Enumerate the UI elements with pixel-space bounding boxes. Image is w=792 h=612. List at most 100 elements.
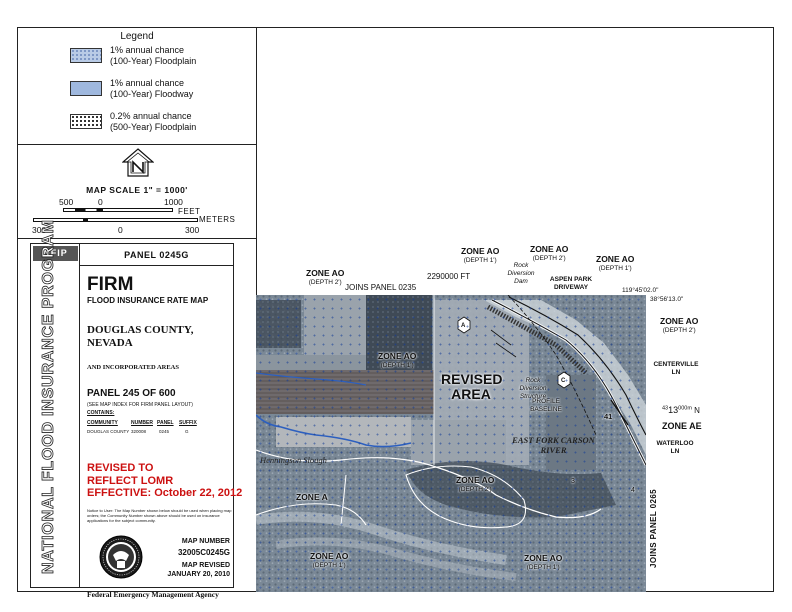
notice-to-user: Notice to User: The Map Number shown bel… <box>87 508 232 523</box>
map-number-label: MAP NUMBER <box>181 538 230 545</box>
flood-map: A C ZONE AO (DEPTH 1') REVISED AREA Rock… <box>256 295 646 592</box>
firm-title: FIRM <box>87 274 134 295</box>
county-line1: DOUGLAS COUNTY, <box>87 324 194 336</box>
meters-tick-0: 0 <box>118 225 123 235</box>
cross-section-label: 41 <box>604 412 613 421</box>
zone-ao-label: ZONE AO (DEPTH 1') <box>378 351 416 371</box>
rock-diversion-dam-label: Rock Diversion Dam <box>507 262 535 285</box>
zone-a-label: ZONE A <box>296 492 328 502</box>
legend: Legend 1% annual chance (100-Year) Flood… <box>18 28 256 145</box>
revised-notice: REVISED TO REFLECT LOMR EFFECTIVE: Octob… <box>87 462 242 500</box>
joins-panel-top: JOINS PANEL 0235 <box>345 283 417 292</box>
latitude-label: 38°56'13.0" <box>650 296 684 303</box>
rock-diversion-structure-label: Rock Diversion Structure <box>519 377 547 400</box>
legend-item-line2: (100-Year) Floodplain <box>110 56 197 66</box>
aspen-park-driveway-label: ASPEN PARK DRIVEWAY <box>549 276 593 291</box>
depth-label: (DEPTH 1') <box>312 562 346 569</box>
zone-label: ZONE AO <box>461 246 500 256</box>
table-cell-community: DOUGLAS COUNTY <box>87 429 130 434</box>
revised-line1: REVISED TO <box>87 462 154 474</box>
legend-item-line2: (100-Year) Floodway <box>110 89 194 99</box>
table-header-panel: PANEL <box>157 420 174 426</box>
nfip-tag: NFIP <box>33 246 78 261</box>
depth-label: (DEPTH 1') <box>526 564 560 571</box>
river-label: EAST FORK CARSON RIVER <box>512 435 595 455</box>
legend-item-line1: 0.2% annual chance <box>110 111 192 121</box>
meters-unit: METERS <box>199 215 236 224</box>
zone-label: ZONE AO <box>530 244 569 254</box>
dhs-seal-icon <box>99 535 143 579</box>
meters-tick-300-left: 300 <box>32 225 47 235</box>
table-cell-panel: 0245 <box>159 429 170 434</box>
table-cell-number: 320008 <box>131 429 147 434</box>
depth-label: (DEPTH 2') <box>662 327 696 334</box>
map-revised-label: MAP REVISED <box>181 562 230 569</box>
table-header-community: COMMUNITY <box>87 420 118 426</box>
slough-label: Henningson Slough <box>260 455 327 465</box>
scale-tick-500: 500 <box>59 197 74 207</box>
profile-baseline-label: PROFILE BASELINE <box>530 398 562 413</box>
feet-scale-bar <box>63 208 173 212</box>
north-arrow-icon <box>122 148 154 177</box>
zone-label: ZONE AO <box>456 475 495 485</box>
table-header-suffix: SUFFIX <box>179 420 197 426</box>
nfip-vertical-title: NATIONAL FLOOD INSURANCE PROGRAM <box>40 219 58 575</box>
nfip-strip: NFIP NATIONAL FLOOD INSURANCE PROGRAM <box>31 219 80 587</box>
legend-item-line1: 1% annual chance <box>110 78 185 88</box>
see-index-note: (SEE MAP INDEX FOR FIRM PANEL LAYOUT) <box>87 402 193 408</box>
centerville-ln-label: CENTERVILLE LN <box>653 361 699 376</box>
zone-ao-label: ZONE AO (DEPTH 1') <box>596 254 634 274</box>
depth-label: (DEPTH 2') <box>532 255 566 262</box>
zone-ao-label: ZONE AO (DEPTH 2') <box>660 316 698 336</box>
hex-marker-label: A <box>461 323 466 329</box>
northing-main: 13 <box>668 405 679 415</box>
joins-panel-right: JOINS PANEL 0265 <box>649 488 658 568</box>
incorporated-areas: AND INCORPORATED AREAS <box>87 364 179 371</box>
zone-label: ZONE AO <box>310 551 349 561</box>
zone-label: ZONE AO <box>378 351 417 361</box>
zone-ao-label: ZONE AO (DEPTH 2') <box>530 244 568 264</box>
revised-area-label: REVISED AREA <box>441 371 503 402</box>
depth-label: (DEPTH 1') <box>598 265 632 272</box>
county-name: DOUGLAS COUNTY, NEVADA <box>87 324 194 350</box>
zone-label: ZONE AO <box>524 553 563 563</box>
floodway-swatch <box>70 81 102 96</box>
zone-ao-label: ZONE AO (DEPTH 1') <box>310 551 348 571</box>
waterloo-ln-label: WATERLOO LN <box>656 440 694 455</box>
floodplain-500-swatch <box>70 114 102 129</box>
panel-of: PANEL 245 OF 600 <box>87 388 176 399</box>
county-line2: NEVADA <box>87 337 133 349</box>
legend-item-line1: 1% annual chance <box>110 45 185 55</box>
revised-line3: EFFECTIVE: October 22, 2012 <box>87 487 243 499</box>
legend-item-100yr-floodplain: 1% annual chance (100-Year) Floodplain <box>70 45 250 73</box>
scale-tick-1000: 1000 <box>164 197 183 207</box>
legend-title: Legend <box>120 31 154 42</box>
longitude-label: 119°45'02.0" <box>622 287 659 294</box>
zone-ao-label: ZONE AO (DEPTH 1') <box>461 246 499 266</box>
depth-label: (DEPTH 1') <box>380 362 414 369</box>
northing-suffix: 000m <box>678 405 692 412</box>
zone-label: ZONE AO <box>306 268 345 278</box>
zone-ao-label: ZONE AO (DEPTH 1') <box>524 553 562 573</box>
depth-label: (DEPTH 2') <box>458 486 492 493</box>
map-number: 32005C0245G <box>177 548 230 557</box>
floodplain-100-swatch <box>70 48 102 63</box>
zone-label: ZONE AO <box>660 316 699 326</box>
table-cell-suffix: G <box>185 429 189 434</box>
depth-label: (DEPTH 2') <box>308 279 342 286</box>
zone-ao-label: ZONE AO (DEPTH 2') <box>456 475 494 495</box>
zone-label: ZONE AO <box>596 254 635 264</box>
revised-line2: REFLECT LOMR <box>87 474 174 487</box>
northing-prefix: 43 <box>662 405 669 412</box>
hex-marker-label: C <box>561 378 566 384</box>
depth-label: (DEPTH 1') <box>463 257 497 264</box>
map-revised-date: JANUARY 20, 2010 <box>167 571 230 578</box>
scale-tick-0: 0 <box>98 197 103 207</box>
northing-label: 4313000m N <box>662 405 700 415</box>
table-header-number: NUMBER <box>131 420 153 426</box>
panel-header: PANEL 0245G <box>80 244 233 266</box>
legend-item-500yr-floodplain: 0.2% annual chance (500-Year) Floodplain <box>70 111 250 139</box>
firm-title-block: NFIP NATIONAL FLOOD INSURANCE PROGRAM PA… <box>30 219 242 599</box>
meters-scale-bar <box>33 218 198 222</box>
feet-unit: FEET <box>178 207 201 216</box>
